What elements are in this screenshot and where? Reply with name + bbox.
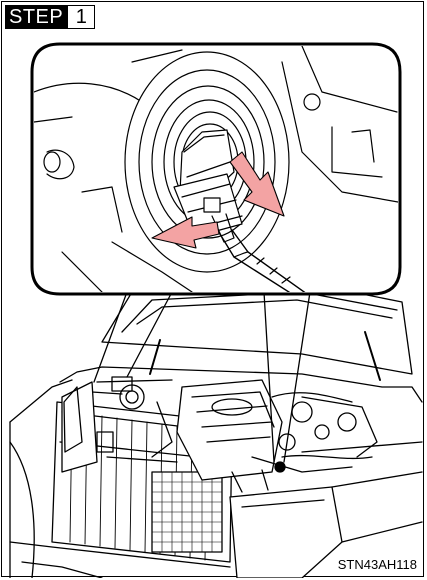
step-header: STEP 1: [5, 5, 95, 29]
step-label: STEP: [5, 5, 67, 29]
step-number: 1: [67, 5, 95, 29]
figure-code: STN43AH118: [338, 557, 417, 572]
